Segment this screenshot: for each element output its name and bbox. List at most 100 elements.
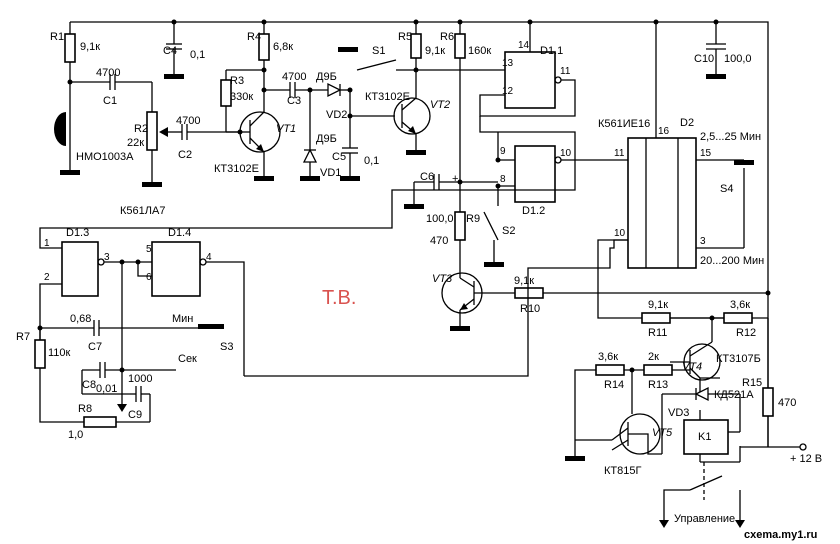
ground-icon xyxy=(340,176,360,181)
watermark-tv: Т.В. xyxy=(322,287,356,309)
label-c2: C2 xyxy=(178,149,192,161)
transistor-vt2 xyxy=(393,97,431,135)
label-r10-value: 9,1к xyxy=(514,275,534,287)
pin-6: 6 xyxy=(146,272,152,283)
label-c8-value: 0,01 xyxy=(96,383,117,395)
label-vt3: VT3 xyxy=(432,273,453,285)
label-r10: R10 xyxy=(520,303,540,315)
label-r11: R11 xyxy=(648,327,667,339)
label-c7: C7 xyxy=(88,341,102,353)
label-vd3-type: КД521А xyxy=(714,389,754,401)
label-r7-value: 110к xyxy=(48,347,71,359)
label-r9: R9 xyxy=(466,213,480,225)
ground-icon xyxy=(450,326,470,331)
label-r4: R4 xyxy=(247,31,261,43)
resistor-r14 xyxy=(595,364,625,376)
label-r1-value: 9,1к xyxy=(80,41,100,53)
label-r7: R7 xyxy=(16,331,30,343)
label-c1: C1 xyxy=(103,95,117,107)
resistor-r10 xyxy=(514,287,544,299)
label-r11-value: 9,1к xyxy=(648,299,668,311)
gate-d1-3 xyxy=(61,241,99,297)
label-c3-value: 4700 xyxy=(282,71,306,83)
ground-icon xyxy=(60,170,80,175)
relay-contact xyxy=(689,475,723,491)
label-r6-value: 160к xyxy=(468,45,491,57)
label-r3-value: 330к xyxy=(230,91,253,103)
diode-vd3 xyxy=(694,386,709,402)
label-c6-plus: + xyxy=(452,173,458,185)
label-r15-value: 470 xyxy=(778,397,796,409)
pin-12: 12 xyxy=(502,86,514,97)
label-s1: S1 xyxy=(372,45,385,57)
label-c7-value: 0,68 xyxy=(70,313,91,325)
label-vt1: VT1 xyxy=(276,123,296,135)
ground-icon xyxy=(254,176,274,181)
pin-4: 4 xyxy=(206,252,212,263)
ground-icon xyxy=(406,150,426,155)
label-r8-value: 1,0 xyxy=(68,429,83,441)
label-c9-value: 1000 xyxy=(128,373,152,385)
ground-icon xyxy=(404,204,424,209)
ground-icon xyxy=(164,74,184,79)
label-k1: K1 xyxy=(698,431,711,443)
label-d1-3: D1.3 xyxy=(66,227,89,239)
label-vt4: VT4 xyxy=(682,361,702,373)
label-s4: S4 xyxy=(720,183,733,195)
switch-s3-contact xyxy=(198,324,224,329)
label-r12: R12 xyxy=(736,327,756,339)
resistor-r13 xyxy=(643,364,673,376)
gate-d1-4 xyxy=(151,241,201,297)
pin-11: 11 xyxy=(560,66,571,77)
label-d1-4: D1.4 xyxy=(168,227,191,239)
label-r4-value: 6,8к xyxy=(273,41,293,53)
label-sec: Сек xyxy=(178,353,197,365)
switch-s2 xyxy=(483,211,499,241)
label-vd1: VD1 xyxy=(320,167,341,179)
label-c5-value: 0,1 xyxy=(364,155,379,167)
label-vt2: VT2 xyxy=(430,99,450,111)
label-r15: R15 xyxy=(742,377,762,389)
pin-d2-11: 11 xyxy=(614,148,625,159)
label-d1-1: D1.1 xyxy=(540,45,563,57)
label-r5-value: 9,1к xyxy=(425,45,445,57)
pin-d2-3: 3 xyxy=(700,236,706,247)
label-r12-value: 3,6к xyxy=(730,299,750,311)
resistor-r5 xyxy=(410,33,422,59)
label-vt1-type: КТ3102Е xyxy=(214,163,259,175)
switch-s4-contact xyxy=(734,160,754,165)
resistor-r8 xyxy=(83,416,117,428)
label-vt2-type: КТ3102Е xyxy=(365,91,410,103)
pin-1: 1 xyxy=(44,238,50,249)
switch-s1 xyxy=(356,59,397,71)
counter-d2 xyxy=(627,137,697,269)
ground-icon xyxy=(142,182,162,187)
label-d2-type: К561ИЕ16 xyxy=(598,118,650,130)
label-microphone: НМО1003А xyxy=(76,151,134,163)
label-range-200: 20...200 Мин xyxy=(700,255,764,267)
power-terminal xyxy=(799,443,807,451)
label-r6: R6 xyxy=(440,31,454,43)
site-url: cxema.my1.ru xyxy=(744,529,817,541)
resistor-r1 xyxy=(64,33,76,63)
label-c9: C9 xyxy=(128,409,142,421)
microphone-icon xyxy=(54,112,66,146)
gate-d1-1 xyxy=(504,51,556,109)
pin-2: 2 xyxy=(44,272,50,283)
label-c5: C5 xyxy=(332,151,346,163)
gate-d1-2 xyxy=(514,145,556,203)
resistor-r12 xyxy=(723,312,753,324)
label-c8: C8 xyxy=(82,379,96,391)
label-vd3: VD3 xyxy=(668,407,689,419)
pin-10: 10 xyxy=(560,148,572,159)
diode-vd1 xyxy=(302,148,318,163)
label-d1-type: К561ЛА7 xyxy=(120,205,165,217)
label-c4: C4 xyxy=(163,45,177,57)
label-range-25: 2,5...25 Мин xyxy=(700,131,761,143)
label-r1: R1 xyxy=(50,31,64,43)
label-min: Мин xyxy=(172,313,193,325)
label-r13-value: 2к xyxy=(648,351,659,363)
label-r8: R8 xyxy=(78,403,92,415)
